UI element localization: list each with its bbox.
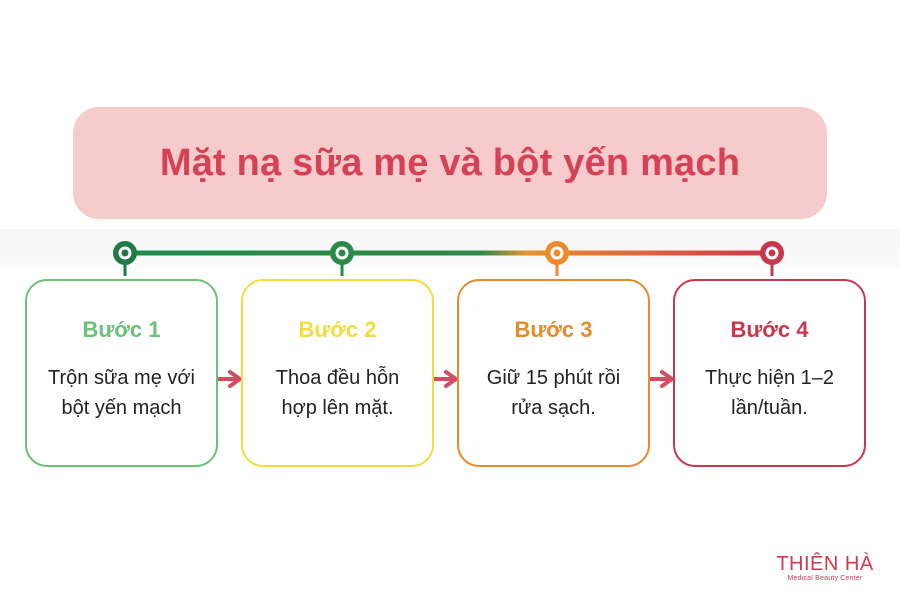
timeline-node-1: [113, 241, 137, 276]
step-heading: Bước 2: [298, 317, 377, 342]
step-card-2: Bước 2 Thoa đều hỗn hợp lên mặt.: [241, 279, 434, 467]
step-card-4: Bước 4 Thực hiện 1–2 lần/tuần.: [673, 279, 866, 467]
diagram-title: Mặt nạ sữa mẹ và bột yến mạch: [159, 141, 741, 184]
step-text: Trộn sữa mẹ với bột yến mạch: [48, 367, 195, 419]
step-heading: Bước 1: [82, 317, 161, 342]
timeline-node-2: [330, 241, 354, 276]
timeline-node-4: [760, 241, 784, 276]
step-text: Thực hiện 1–2 lần/tuần.: [704, 367, 835, 419]
brand-logo: THIÊN HÀ Medical Beauty Center: [760, 554, 890, 584]
step-heading: Bước 3: [514, 317, 593, 342]
logo-brand: THIÊN HÀ: [776, 553, 874, 575]
logo-tagline: Medical Beauty Center: [787, 575, 863, 582]
step-text: Giữ 15 phút rồi rửa sạch.: [486, 367, 621, 419]
title-banner: Mặt nạ sữa mẹ và bột yến mạch: [73, 107, 827, 219]
timeline-node-3: [545, 241, 569, 276]
step-text: Thoa đều hỗn hợp lên mặt.: [275, 367, 400, 419]
step-card-3: Bước 3 Giữ 15 phút rồi rửa sạch.: [457, 279, 650, 467]
step-card-1: Bước 1 Trộn sữa mẹ với bột yến mạch: [25, 279, 218, 467]
timeline-band: [0, 229, 900, 269]
step-heading: Bước 4: [730, 317, 809, 342]
